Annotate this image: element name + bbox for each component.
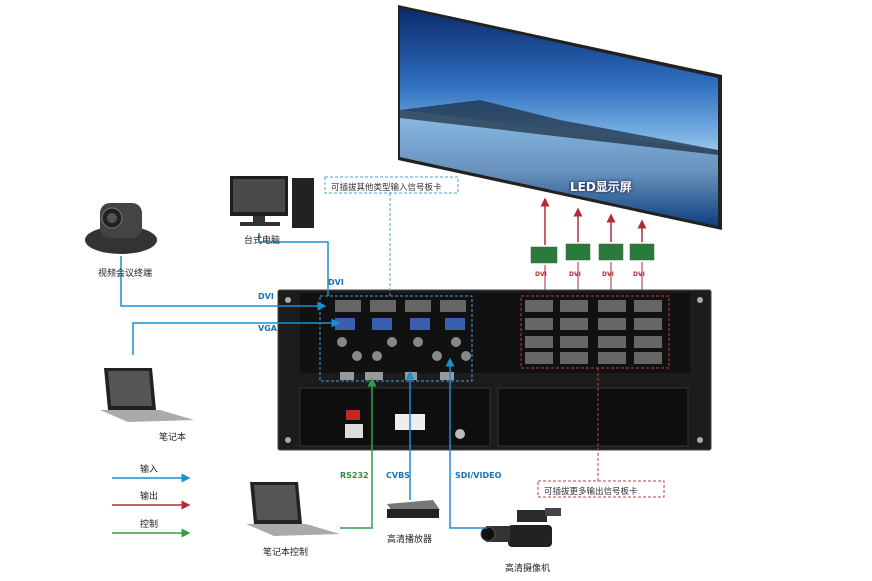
dvi-left-label: DVI [258, 292, 274, 301]
legend-output-label: 输出 [140, 492, 159, 502]
control-line [340, 377, 377, 529]
legend-input-label: 输入 [140, 465, 159, 475]
laptop-control [246, 482, 340, 536]
hd-player [387, 500, 440, 518]
output-cards-note: 可插拔更多输出信号板卡 [544, 487, 638, 497]
desktop-label: 台式电脑 [244, 236, 281, 246]
processor-chassis [277, 289, 712, 451]
input-cards-note: 可插拔其他类型输入信号板卡 [331, 183, 442, 193]
out-dvi-label-3: DVI [602, 271, 614, 278]
led-screen [398, 5, 722, 230]
input-lines [120, 233, 487, 529]
hd-camera-label: 高清摄像机 [505, 564, 551, 574]
input-cards-note-frame [324, 176, 459, 194]
desktop-pc [230, 176, 314, 228]
output-cards-note-frame [537, 480, 665, 498]
cvbs-label: CVBS [386, 471, 410, 480]
led-screen-label: LED显示屏 [570, 180, 632, 194]
legend-control-label: 控制 [140, 520, 159, 530]
sdi-video-label: SDI/VIDEO [455, 471, 502, 480]
out-dvi-label-4: DVI [633, 271, 645, 278]
laptop [100, 368, 194, 422]
vga-label: VGA [258, 324, 277, 333]
rs232-label: RS232 [340, 471, 369, 480]
output-cards [530, 197, 655, 295]
legend-lines [112, 473, 191, 538]
video-conf-label: 视频会议终端 [98, 269, 153, 279]
out-dvi-label-2: DVI [569, 271, 581, 278]
conference-camera [85, 203, 157, 254]
hd-camera [480, 508, 561, 547]
laptop-control-label: 笔记本控制 [263, 548, 309, 558]
out-dvi-label-1: DVI [535, 271, 547, 278]
laptop-label: 笔记本 [159, 433, 187, 443]
dvi-top-label: DVI [328, 278, 344, 287]
hd-player-label: 高清播放器 [387, 535, 433, 545]
